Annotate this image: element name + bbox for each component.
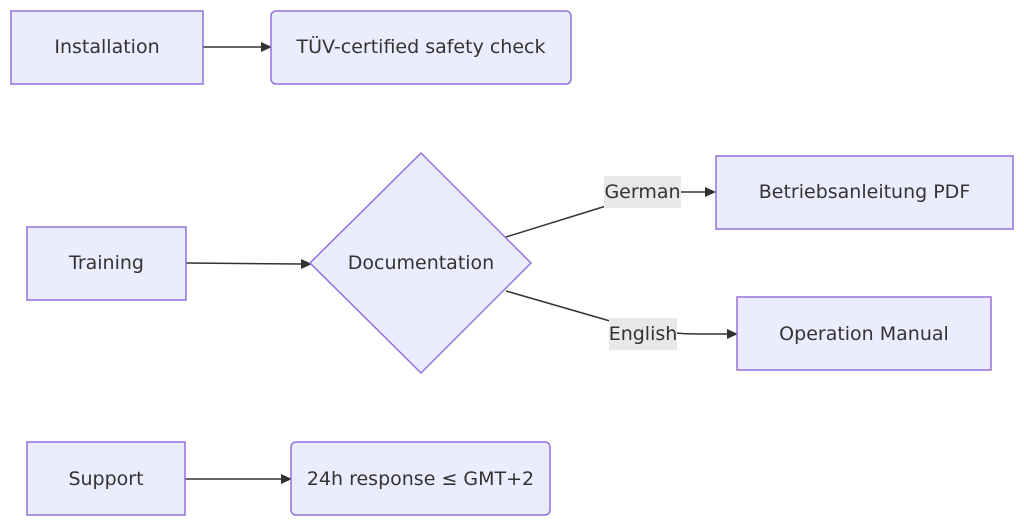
edge-label-german-background bbox=[604, 176, 681, 208]
node-response[interactable]: 24h response ≤ GMT+2 bbox=[290, 441, 551, 516]
arrowhead-operation-manual bbox=[727, 329, 738, 339]
node-safety-check-label: TÜV-certified safety check bbox=[296, 35, 546, 58]
node-documentation-diamond bbox=[308, 151, 533, 375]
node-safety-check-box bbox=[270, 10, 572, 85]
node-betriebsanleitung-box bbox=[715, 155, 1014, 230]
node-support[interactable]: Support bbox=[26, 441, 186, 516]
arrowhead-betriebsanleitung bbox=[705, 187, 716, 197]
node-support-box bbox=[26, 441, 186, 516]
arrowhead-documentation bbox=[301, 259, 312, 269]
edge-label-german-text: German bbox=[604, 181, 680, 203]
node-documentation-label: Documentation bbox=[348, 252, 494, 274]
node-safety-check[interactable]: TÜV-certified safety check bbox=[270, 10, 572, 85]
node-betriebsanleitung-label: Betriebsanleitung PDF bbox=[759, 181, 971, 203]
node-response-label: 24h response ≤ GMT+2 bbox=[307, 468, 534, 490]
edge-training-to-documentation bbox=[185, 262, 302, 265]
node-training-label: Training bbox=[68, 252, 144, 274]
node-installation-box bbox=[10, 10, 204, 85]
arrowhead-safety-check bbox=[261, 42, 272, 52]
edge-label-english: English bbox=[609, 318, 678, 350]
arrowhead-response bbox=[281, 474, 292, 484]
node-betriebsanleitung[interactable]: Betriebsanleitung PDF bbox=[715, 155, 1014, 230]
node-installation-label: Installation bbox=[54, 36, 159, 58]
node-installation[interactable]: Installation bbox=[10, 10, 204, 85]
node-operation-manual-box bbox=[736, 296, 992, 371]
edge-label-english-background bbox=[609, 318, 677, 350]
node-response-box bbox=[290, 441, 551, 516]
node-operation-manual-label: Operation Manual bbox=[779, 323, 949, 345]
node-operation-manual[interactable]: Operation Manual bbox=[736, 296, 992, 371]
edge-label-english-text: English bbox=[609, 323, 678, 345]
node-support-label: Support bbox=[68, 468, 143, 490]
node-training-box bbox=[26, 226, 187, 301]
node-training[interactable]: Training bbox=[26, 226, 187, 301]
node-documentation[interactable]: Documentation bbox=[308, 151, 533, 375]
edge-label-german: German bbox=[604, 176, 681, 208]
